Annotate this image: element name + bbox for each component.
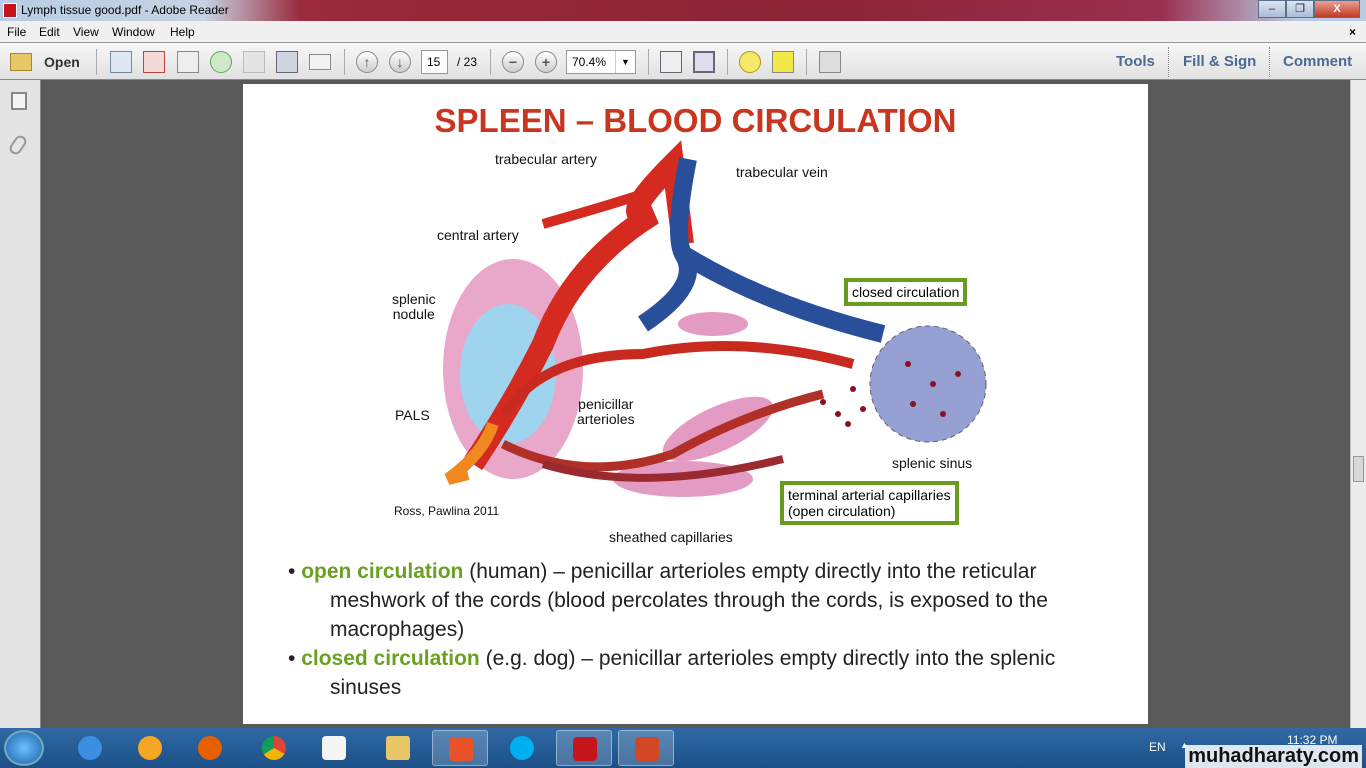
open-button[interactable]: Open (44, 54, 80, 70)
closed-circulation-box: closed circulation (844, 278, 968, 306)
label-trabecular-artery: trabecular artery (495, 151, 597, 167)
fit-width-icon[interactable] (660, 51, 682, 73)
label-penicillar-arterioles: penicillar arterioles (577, 396, 635, 427)
start-button[interactable] (4, 730, 44, 766)
clock[interactable]: 11:32 PM (1287, 733, 1338, 747)
menu-window[interactable]: Window (112, 25, 155, 39)
label-pals: PALS (395, 407, 430, 423)
taskbar-file-explorer[interactable] (370, 730, 426, 766)
bullet-open-circulation: • open circulation (human) – penicillar … (288, 560, 1048, 641)
title-bar: Lymph tissue good.pdf - Adobe Reader – ❐… (0, 0, 1366, 21)
image-credit: Ross, Pawlina 2011 (394, 504, 500, 518)
edit-pdf-icon[interactable] (177, 51, 199, 73)
print-icon[interactable] (276, 51, 298, 73)
label-splenic-sinus: splenic sinus (892, 455, 973, 471)
watermark: muhadharaty.com (1185, 745, 1362, 768)
terminal-capillaries-box: terminal arterial capillaries (open circ… (780, 481, 959, 525)
language-indicator[interactable]: EN (1149, 740, 1166, 754)
next-page-button[interactable]: ↓ (389, 51, 411, 73)
taskbar-powerpoint[interactable] (618, 730, 674, 766)
close-button[interactable]: X (1314, 0, 1360, 18)
email-icon[interactable] (309, 54, 331, 70)
close-document-icon[interactable]: × (1348, 25, 1356, 39)
previous-page-button[interactable]: ↑ (356, 51, 378, 73)
page-number-input[interactable]: 15 (421, 50, 448, 74)
menu-help[interactable]: Help (170, 25, 195, 39)
zoom-value: 70.4% (572, 55, 607, 69)
taskbar-skype[interactable] (494, 730, 550, 766)
vertical-scrollbar[interactable] (1350, 80, 1366, 728)
menu-edit[interactable]: Edit (39, 25, 60, 39)
label-sheathed-capillaries: sheathed capillaries (609, 529, 733, 545)
page-thumbnails-icon[interactable] (11, 92, 27, 110)
bullet-list: • open circulation (human) – penicillar … (288, 557, 1108, 702)
spleen-circulation-diagram (443, 140, 987, 497)
taskbar-app-t[interactable] (432, 730, 488, 766)
menu-bar: File Edit View Window Help × (0, 21, 1366, 42)
pdf-page: SPLEEN – BLOOD CIRCULATION trabecular ar… (243, 84, 1148, 724)
taskbar-firefox[interactable] (182, 730, 238, 766)
save-icon[interactable] (243, 51, 265, 73)
create-pdf-icon[interactable] (110, 51, 132, 73)
toolbar: Open ↑ ↓ 15 / 23 − + 70.4% ▼ Tools Fill &… (0, 42, 1366, 80)
folder-icon[interactable] (10, 53, 32, 71)
slide-title: SPLEEN – BLOOD CIRCULATION (434, 102, 957, 139)
show-hidden-icons[interactable]: ▲ (1180, 740, 1189, 750)
minimize-button[interactable]: – (1258, 0, 1286, 18)
window-title: Lymph tissue good.pdf - Adobe Reader (21, 3, 229, 17)
label-central-artery: central artery (437, 227, 519, 243)
tools-tab[interactable]: Tools (1116, 53, 1155, 70)
navigation-panel (0, 80, 41, 728)
chevron-down-icon[interactable]: ▼ (615, 51, 635, 73)
menu-view[interactable]: View (73, 25, 99, 39)
comment-tab[interactable]: Comment (1283, 53, 1353, 70)
export-pdf-icon[interactable] (143, 51, 165, 73)
taskbar-adobe-reader[interactable] (556, 730, 612, 766)
fill-sign-tab[interactable]: Fill & Sign (1183, 53, 1257, 70)
fit-page-icon[interactable] (693, 51, 715, 73)
highlight-text-icon[interactable] (772, 51, 794, 73)
adobe-reader-icon (3, 3, 17, 18)
label-trabecular-vein: trabecular vein (736, 164, 828, 180)
taskbar-media-player[interactable] (306, 730, 362, 766)
taskbar: EN ▲ 11:32 PM (0, 728, 1366, 768)
full-screen-icon[interactable] (819, 51, 841, 73)
comment-icon[interactable] (739, 51, 761, 73)
label-splenic-nodule: splenic nodule (392, 291, 436, 322)
menu-file[interactable]: File (7, 25, 27, 39)
restore-button[interactable]: ❐ (1286, 0, 1314, 18)
scrollbar-thumb[interactable] (1353, 456, 1364, 482)
bullet-closed-circulation: • closed circulation (e.g. dog) – penici… (288, 647, 1056, 699)
cloud-upload-icon[interactable] (210, 51, 232, 73)
taskbar-chrome[interactable] (246, 730, 302, 766)
zoom-in-button[interactable]: + (535, 51, 557, 73)
zoom-out-button[interactable]: − (502, 51, 524, 73)
page-total: / 23 (457, 55, 478, 69)
taskbar-app-orange[interactable] (122, 730, 178, 766)
attachments-icon[interactable] (7, 133, 29, 157)
zoom-select[interactable]: 70.4% ▼ (566, 50, 636, 74)
taskbar-internet-explorer[interactable] (62, 730, 118, 766)
